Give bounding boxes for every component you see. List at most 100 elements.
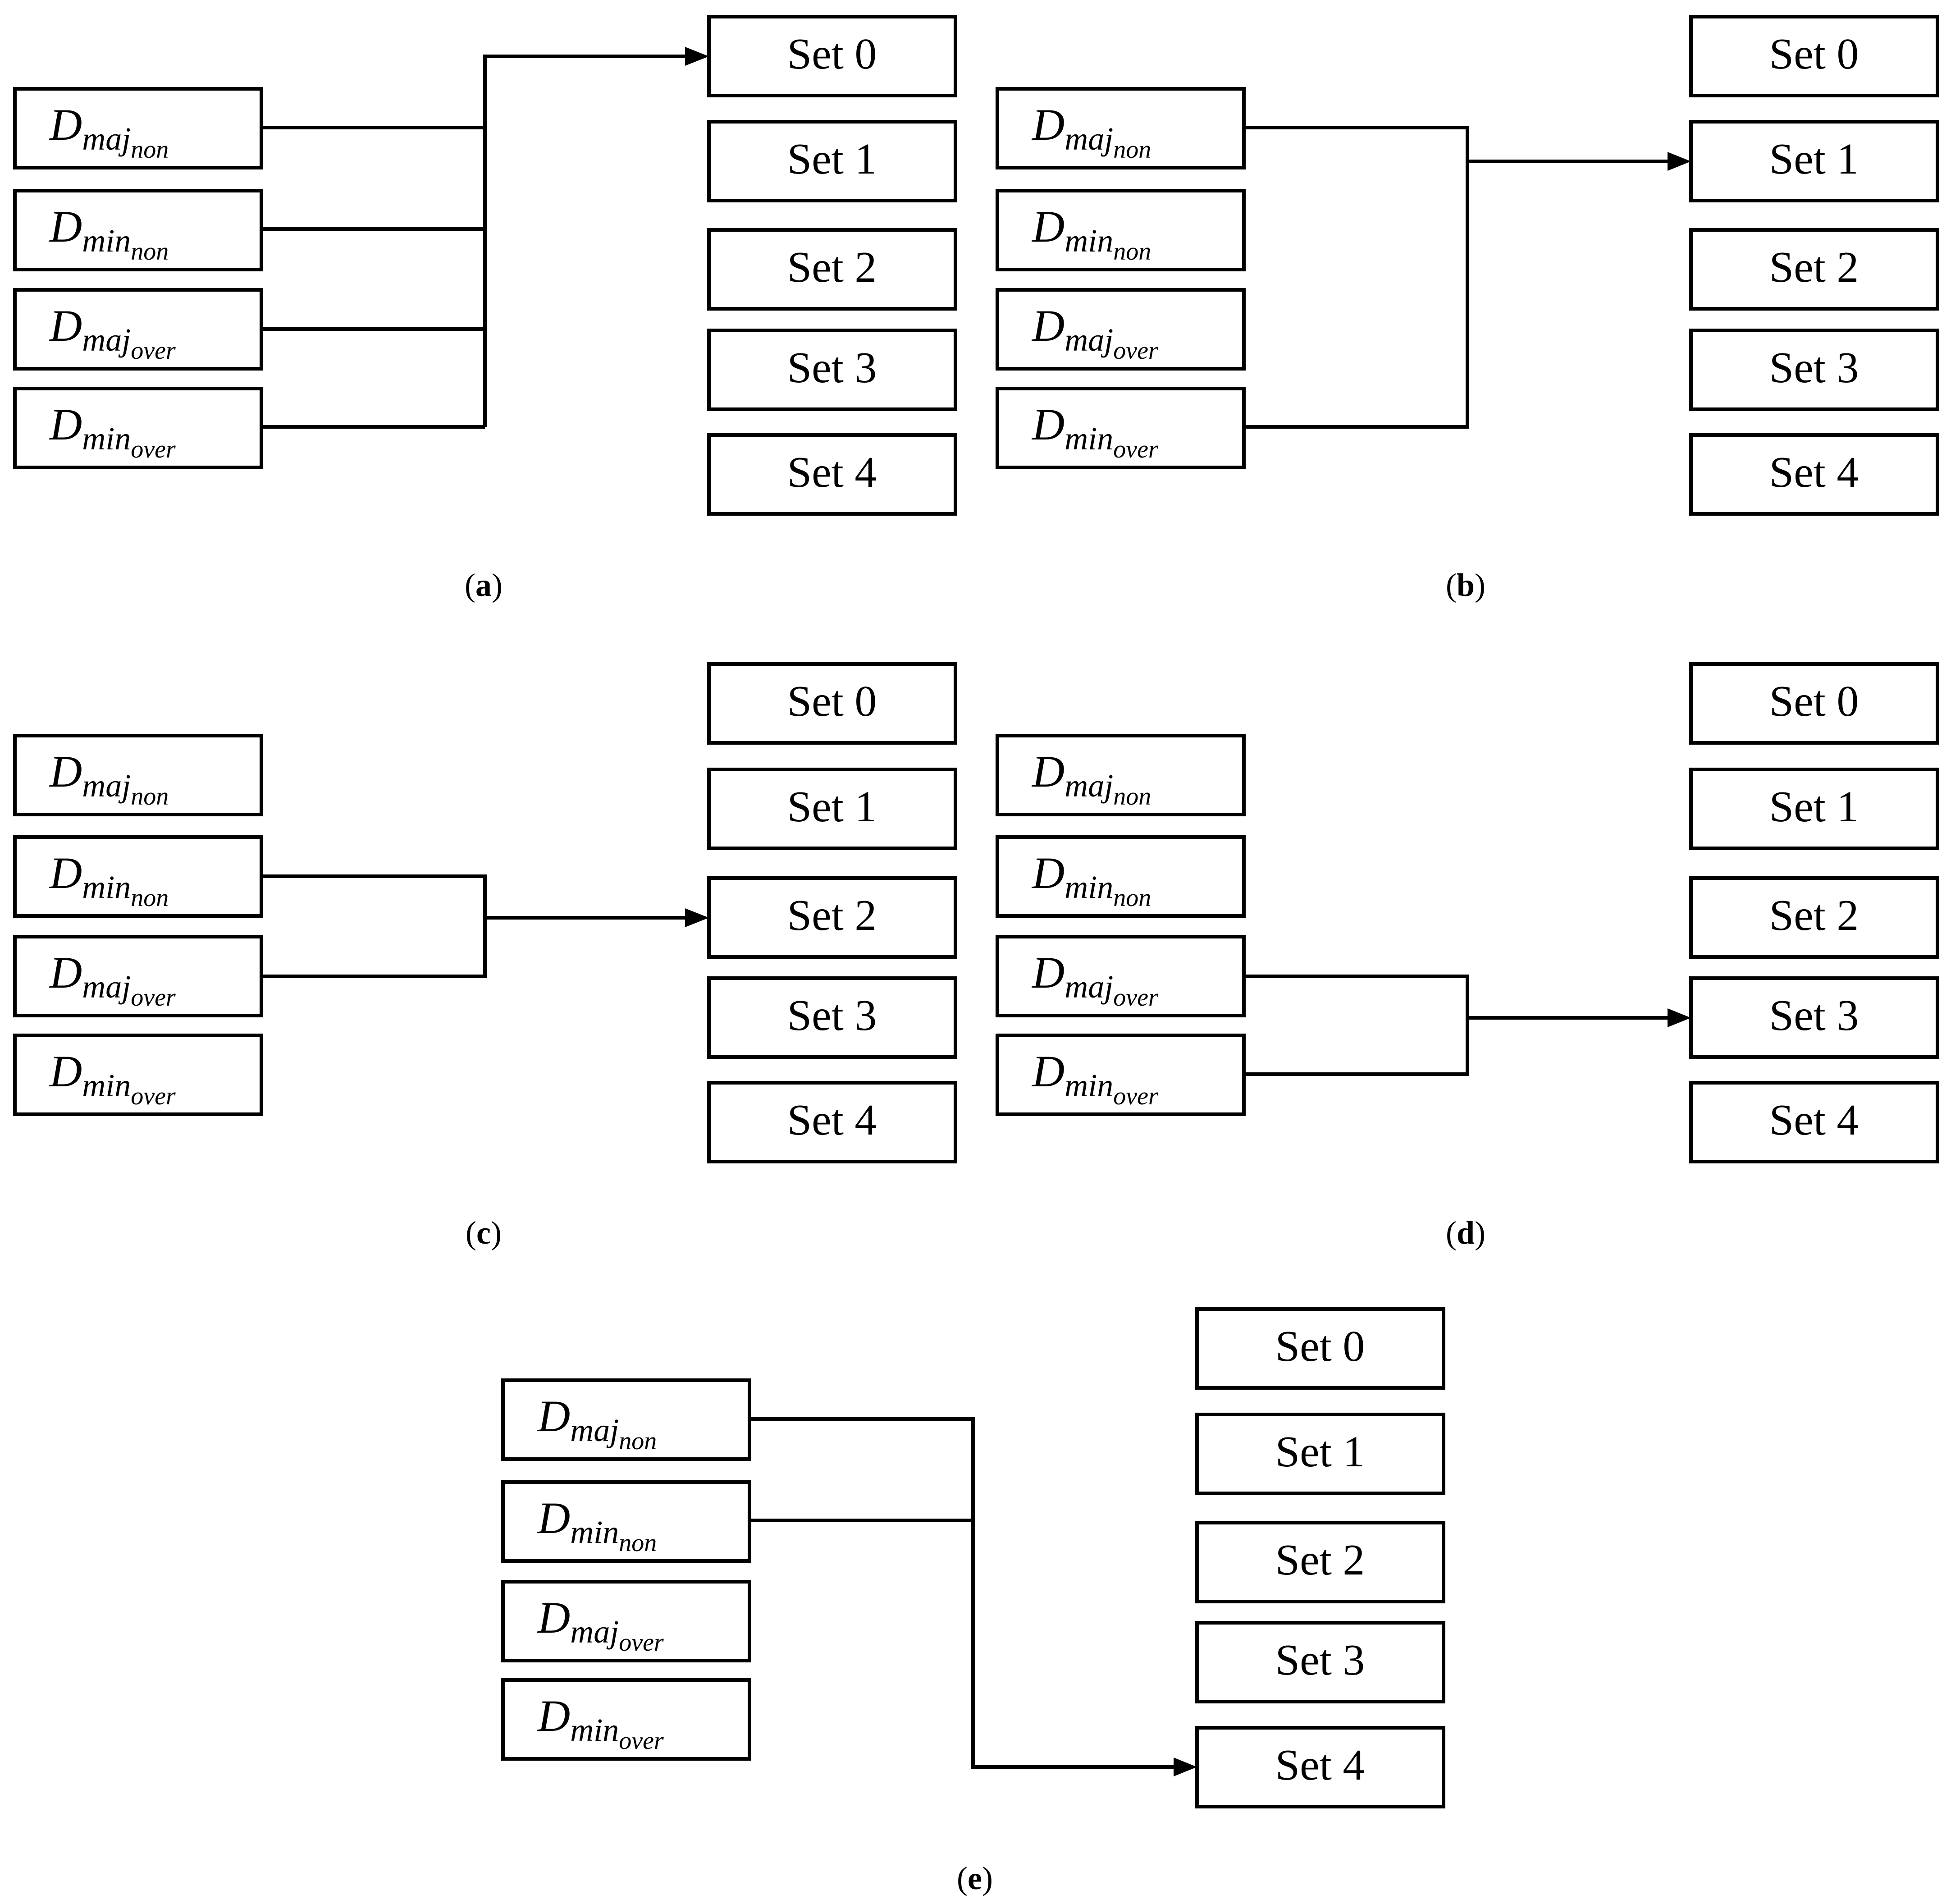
svg-text:Set 0: Set 0 (1769, 30, 1859, 78)
svg-text:Set 1: Set 1 (1275, 1428, 1365, 1476)
source-box-d-maj-over: Dmajover (13, 288, 263, 371)
svg-text:Dminover: Dminover (49, 1046, 176, 1110)
set-box-4: Set 4 (707, 1081, 957, 1163)
panel-e: Dmajnon Dminnon Dmajover Dminover Set 0 … (501, 1307, 1445, 1896)
set-box-3: Set 3 (1195, 1621, 1445, 1703)
svg-text:Set 1: Set 1 (787, 135, 877, 183)
svg-text:Dmajnon: Dmajnon (537, 1391, 657, 1455)
connector-lines (1244, 975, 1668, 1076)
source-box-d-maj-over: Dmajover (996, 935, 1246, 1017)
arrow-head (1668, 152, 1691, 171)
svg-text:Dminnon: Dminnon (1031, 201, 1151, 265)
set-box-1: Set 1 (1689, 120, 1939, 202)
svg-text:Set 1: Set 1 (787, 783, 877, 831)
caption-b: (b) (1446, 567, 1485, 603)
set-box-1: Set 1 (707, 768, 957, 850)
set-box-1: Set 1 (1689, 768, 1939, 850)
svg-text:Set 4: Set 4 (1275, 1741, 1365, 1790)
svg-text:Dminnon: Dminnon (49, 848, 169, 912)
set-box-1: Set 1 (1195, 1413, 1445, 1495)
svg-text:Set 3: Set 3 (787, 343, 877, 392)
svg-text:Set 3: Set 3 (1769, 991, 1859, 1040)
source-box-d-maj-over: Dmajover (996, 288, 1246, 371)
svg-text:Dmajnon: Dmajnon (49, 100, 169, 164)
set-box-2: Set 2 (1689, 228, 1939, 311)
caption-d: (d) (1446, 1215, 1485, 1251)
source-box-d-min-over: Dminover (13, 1034, 263, 1116)
arrow-head (685, 908, 709, 927)
set-box-3: Set 3 (707, 329, 957, 411)
svg-text:Set 2: Set 2 (787, 891, 877, 940)
set-box-2: Set 2 (707, 228, 957, 311)
set-box-4: Set 4 (707, 433, 957, 516)
svg-text:Set 0: Set 0 (787, 677, 877, 726)
caption-c: (c) (466, 1215, 502, 1251)
source-box-d-maj-over: Dmajover (13, 935, 263, 1017)
arrow-head (1668, 1008, 1691, 1027)
svg-text:Set 4: Set 4 (787, 1096, 877, 1144)
svg-text:Dmajover: Dmajover (537, 1593, 664, 1657)
source-box-d-min-non: Dminnon (996, 189, 1246, 271)
set-box-0: Set 0 (1689, 662, 1939, 745)
caption-a: (a) (465, 567, 503, 603)
set-box-4: Set 4 (1689, 433, 1939, 516)
svg-text:Set 1: Set 1 (1769, 783, 1859, 831)
source-box-d-min-over: Dminover (996, 1034, 1246, 1116)
set-box-0: Set 0 (1195, 1307, 1445, 1390)
svg-text:Dmajnon: Dmajnon (1031, 100, 1151, 164)
arrow-head (1174, 1758, 1197, 1776)
svg-text:Set 2: Set 2 (1769, 243, 1859, 292)
svg-text:Dminover: Dminover (537, 1691, 664, 1755)
source-box-d-maj-non: Dmajnon (13, 87, 263, 169)
svg-text:Dmajover: Dmajover (49, 947, 176, 1012)
svg-text:Dminover: Dminover (1031, 1046, 1158, 1110)
svg-text:Dminnon: Dminnon (49, 201, 169, 265)
source-box-d-maj-non: Dmajnon (501, 1378, 751, 1461)
set-box-4: Set 4 (1689, 1081, 1939, 1163)
set-box-2: Set 2 (1689, 876, 1939, 959)
panel-d: Dmajnon Dminnon Dmajover Dminover Set 0 … (996, 662, 1939, 1251)
svg-text:Dmajnon: Dmajnon (49, 746, 169, 810)
svg-text:Dminnon: Dminnon (1031, 848, 1151, 912)
svg-text:Set 4: Set 4 (1769, 448, 1859, 497)
set-box-2: Set 2 (1195, 1521, 1445, 1603)
source-box-d-min-non: Dminnon (13, 189, 263, 271)
set-box-3: Set 3 (1689, 976, 1939, 1059)
svg-text:Dminover: Dminover (49, 399, 176, 463)
svg-text:Dminnon: Dminnon (537, 1493, 657, 1557)
svg-text:Dminover: Dminover (1031, 399, 1158, 463)
svg-text:Dmajnon: Dmajnon (1031, 746, 1151, 810)
panel-a: Dmajnon Dminnon Dmajover Dminover Set 0 … (13, 15, 957, 603)
svg-text:Set 2: Set 2 (1769, 891, 1859, 940)
source-box-d-min-non: Dminnon (13, 835, 263, 918)
source-box-d-min-non: Dminnon (996, 835, 1246, 918)
source-box-d-maj-over: Dmajover (501, 1580, 751, 1662)
source-box-d-min-over: Dminover (13, 387, 263, 469)
set-box-4: Set 4 (1195, 1726, 1445, 1808)
svg-text:Set 0: Set 0 (787, 30, 877, 78)
svg-text:Set 1: Set 1 (1769, 135, 1859, 183)
source-box-d-maj-non: Dmajnon (996, 734, 1246, 816)
connector-lines (261, 55, 685, 429)
set-box-3: Set 3 (1689, 329, 1939, 411)
svg-text:Dmajover: Dmajover (49, 301, 176, 365)
source-box-d-min-over: Dminover (996, 387, 1246, 469)
svg-text:Dmajover: Dmajover (1031, 947, 1158, 1012)
source-box-d-min-non: Dminnon (501, 1480, 751, 1563)
source-box-d-maj-non: Dmajnon (13, 734, 263, 816)
svg-text:Set 0: Set 0 (1275, 1322, 1365, 1371)
connector-lines (261, 874, 685, 978)
set-box-3: Set 3 (707, 976, 957, 1059)
svg-text:Dmajover: Dmajover (1031, 301, 1158, 365)
arrow-head (685, 47, 709, 66)
set-box-1: Set 1 (707, 120, 957, 202)
svg-text:Set 4: Set 4 (787, 448, 877, 497)
svg-text:Set 0: Set 0 (1769, 677, 1859, 726)
source-box-d-maj-non: Dmajnon (996, 87, 1246, 169)
panel-b: Dmajnon Dminnon Dmajover Dminover Set 0 … (996, 15, 1939, 603)
panel-c: Dmajnon Dminnon Dmajover Dminover Set 0 … (13, 662, 957, 1251)
set-box-0: Set 0 (707, 662, 957, 745)
set-box-0: Set 0 (1689, 15, 1939, 97)
svg-text:Set 4: Set 4 (1769, 1096, 1859, 1144)
